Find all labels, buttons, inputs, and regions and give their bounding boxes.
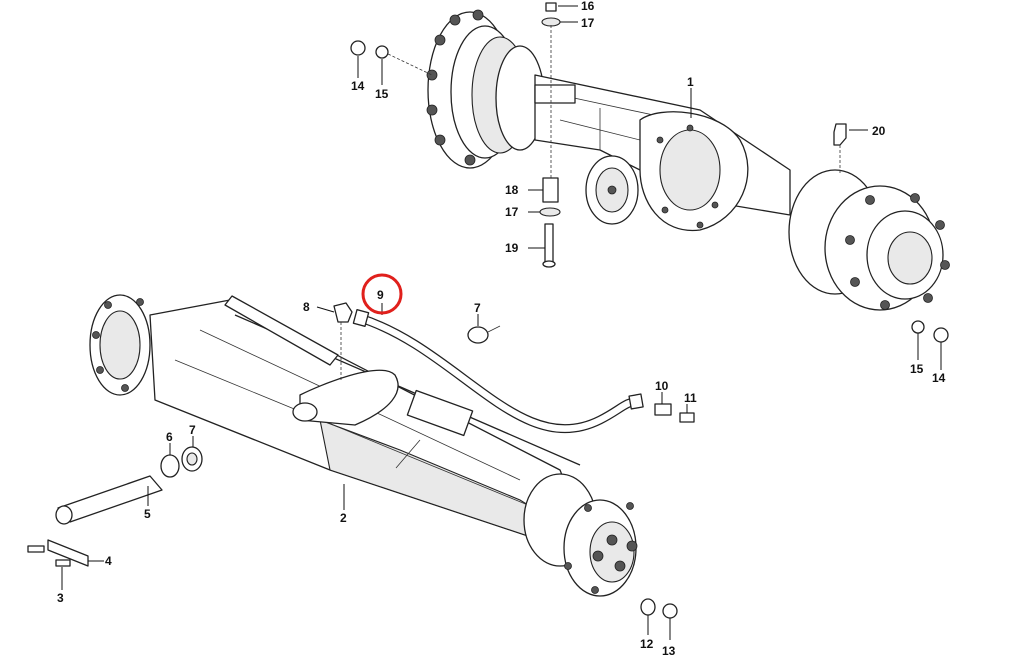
callout-5: 5 xyxy=(144,507,151,521)
front-right-nut-washer xyxy=(640,598,678,619)
rear-mount-hardware xyxy=(539,2,561,268)
washer-7-top xyxy=(467,326,489,344)
callout-15-left: 15 xyxy=(375,87,389,101)
callout-15-right: 15 xyxy=(910,362,924,376)
highlight-circle-callout-9 xyxy=(361,273,403,315)
callout-4: 4 xyxy=(105,554,112,568)
callout-7-washer-front: 7 xyxy=(189,423,196,437)
callout-14-right: 14 xyxy=(932,371,946,385)
callout-18: 18 xyxy=(505,183,519,197)
pivot-pin-hardware xyxy=(27,446,203,567)
rear-axle-assembly xyxy=(426,9,950,311)
callout-10: 10 xyxy=(655,379,669,393)
callout-9: 9 xyxy=(377,288,384,302)
callout-8: 8 xyxy=(303,300,310,314)
callout-3: 3 xyxy=(57,591,64,605)
callout-13: 13 xyxy=(662,644,676,658)
callout-1: 1 xyxy=(687,75,694,89)
hydraulic-hose-assembly xyxy=(333,302,695,434)
leader-lines xyxy=(61,5,942,640)
callout-2: 2 xyxy=(340,511,347,525)
callout-20: 20 xyxy=(872,124,886,138)
rear-left-nut-washer xyxy=(350,40,433,76)
breather-elbow-fitting xyxy=(833,123,847,175)
callout-6: 6 xyxy=(166,430,173,444)
callout-16: 16 xyxy=(581,0,595,13)
callout-17-bottom: 17 xyxy=(505,205,519,219)
callout-14-left: 14 xyxy=(351,79,365,93)
callout-7-washer-top: 7 xyxy=(474,301,481,315)
callout-19: 19 xyxy=(505,241,519,255)
rear-right-nut-washer xyxy=(911,320,949,343)
callout-11: 11 xyxy=(684,391,697,405)
callout-17-top: 17 xyxy=(581,16,595,30)
callout-12: 12 xyxy=(640,637,654,651)
front-axle-assembly xyxy=(89,294,638,597)
